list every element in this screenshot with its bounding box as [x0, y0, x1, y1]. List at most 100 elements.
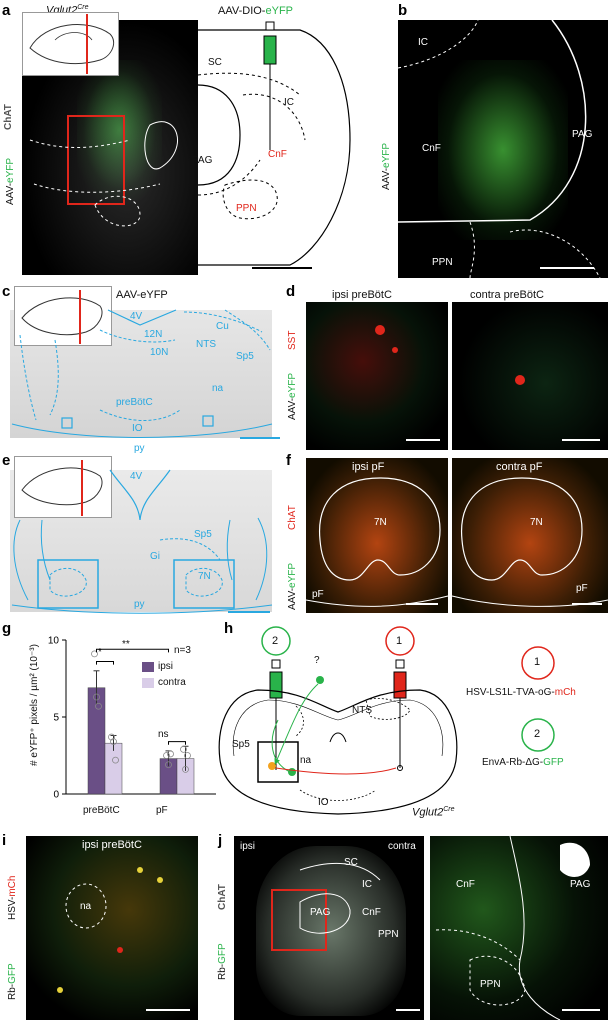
panel-label-i: i [2, 832, 7, 849]
region-pf-f-contra: pF [576, 583, 588, 594]
micrograph-f-ipsi [306, 458, 448, 613]
chart-sig-double-star: ** [122, 639, 130, 650]
region-pag-j-zoom: PAG [570, 879, 591, 890]
step1-number: 1 [534, 656, 541, 668]
panel-label-b: b [398, 2, 408, 19]
step2-number-top: 2 [272, 635, 279, 647]
data-point [167, 750, 174, 758]
sagittal-inset-c [14, 286, 112, 346]
micrograph-b [398, 20, 608, 278]
region-12n-c: 12N [144, 329, 163, 340]
data-point [182, 765, 189, 773]
y-tick-label: 0 [53, 790, 59, 801]
step2-text: EnvA-Rb-ΔG-GFP [482, 757, 564, 768]
region-cnf-j: CnF [362, 907, 381, 918]
region-7n-f-ipsi: 7N [374, 517, 387, 528]
data-point [180, 745, 187, 753]
chart-category-pf: pF [156, 805, 168, 816]
label-j-chat: ChAT [217, 884, 228, 910]
panel-label-d: d [286, 283, 296, 300]
region-cnf-j-zoom: CnF [456, 879, 475, 890]
region-cu-c: Cu [216, 321, 229, 332]
region-na-h: na [300, 755, 312, 766]
region-7n-e: 7N [198, 571, 211, 582]
region-10n-c: 10N [150, 347, 169, 358]
y-tick-label: 10 [48, 636, 60, 647]
region-prebotc-c: preBötC [116, 397, 153, 408]
region-nts-h: NTS [352, 705, 372, 716]
region-io-c: IO [132, 423, 143, 434]
data-point [95, 702, 102, 710]
step1-text: HSV-LS1L-TVA-oG-mCh [466, 687, 576, 698]
region-sp5-e: Sp5 [194, 529, 212, 540]
chart-n-annotation: n=3 [174, 645, 191, 656]
region-sc-j: SC [344, 857, 358, 868]
data-point [108, 733, 115, 741]
region-ppn-b: PPN [432, 257, 453, 268]
step1-number-top: 1 [396, 635, 403, 647]
data-point [93, 693, 100, 701]
question-mark: ? [314, 655, 320, 666]
legend-swatch-ipsi [142, 662, 154, 672]
micrograph-i [26, 836, 198, 1020]
title-f-ipsi: ipsi pF [352, 461, 385, 473]
region-gi-e: Gi [150, 551, 160, 562]
label-j-ipsi: ipsi [240, 841, 256, 852]
region-sp5-h: Sp5 [232, 739, 250, 750]
region-ic-j: IC [362, 879, 372, 890]
region-py-e: py [134, 599, 145, 610]
panel-label-h: h [224, 620, 234, 637]
region-ic-b: IC [418, 37, 428, 48]
panel-label-f: f [286, 452, 291, 469]
panel-label-j: j [218, 832, 223, 849]
legend-label-ipsi: ipsi [158, 661, 174, 672]
mouse-line-label: Vglut2Cre [46, 4, 89, 17]
micrograph-d-contra [452, 302, 608, 450]
panel-label-c: c [2, 283, 11, 300]
region-sc-a: SC [208, 57, 222, 68]
region-cnf-a: CnF [268, 149, 287, 160]
label-j-contra: contra [388, 841, 416, 852]
region-4v-c: 4V [130, 311, 143, 322]
region-ic-a: IC [284, 97, 294, 108]
data-point [163, 752, 170, 759]
region-ppn-a: PPN [236, 203, 257, 214]
mouse-line-h: Vglut2Cre [412, 806, 455, 819]
panel-label-g: g [2, 620, 12, 637]
data-point [165, 761, 172, 769]
region-pag-j: PAG [310, 907, 331, 918]
sagittal-inset-e [14, 456, 112, 518]
panel-label-e: e [2, 452, 11, 469]
region-na-c: na [212, 383, 224, 394]
title-f-contra: contra pF [496, 461, 543, 473]
step2-number: 2 [534, 728, 541, 740]
title-d-contra: contra preBötC [470, 289, 544, 301]
micrograph-j-overview [234, 836, 424, 1020]
injection-label-a: AAV-DIO-eYFP [218, 5, 293, 17]
region-na-i: na [80, 901, 92, 912]
region-nts-c: NTS [196, 339, 216, 350]
legend-label-contra: contra [158, 677, 186, 688]
panel-label-a: a [2, 2, 11, 19]
chart-sig-star: * [98, 647, 102, 658]
legend-swatch-contra [142, 678, 154, 688]
region-pag-b: PAG [572, 129, 593, 140]
region-pag-a: PAG [192, 155, 213, 166]
region-py-c: py [134, 443, 145, 454]
label-j-rb: Rb-GFP [217, 943, 228, 980]
title-c: AAV-eYFP [116, 289, 168, 301]
sig-bracket-1 [96, 661, 114, 665]
region-pf-f-ipsi: pF [312, 589, 324, 600]
region-cnf-b: CnF [422, 143, 441, 154]
region-4v-e: 4V [130, 471, 143, 482]
data-point [112, 756, 119, 764]
chart-category-prebotc: preBötC [83, 805, 120, 816]
sig-bracket-2 [96, 648, 169, 653]
